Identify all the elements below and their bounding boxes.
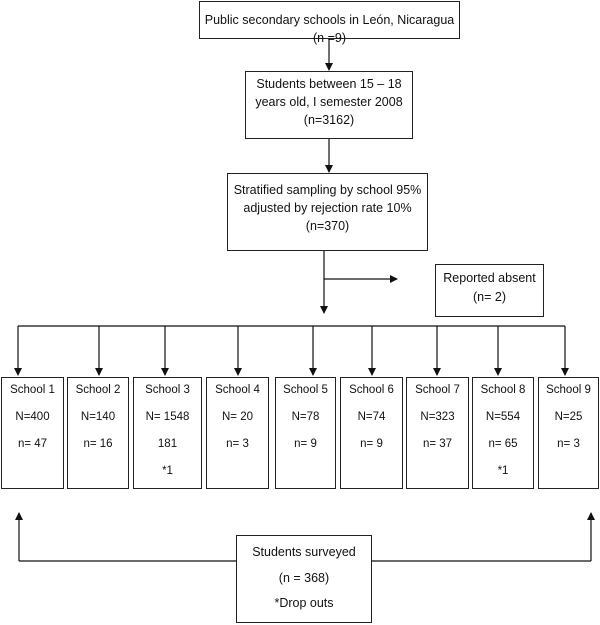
school-name: School 2: [75, 384, 121, 396]
school-population: N= 1548: [145, 411, 190, 423]
students-count: (n=3162): [303, 113, 355, 128]
school-name: School 6: [349, 384, 394, 396]
school-population: N=554: [485, 411, 521, 423]
dropouts-note: *Drop outs: [274, 596, 334, 611]
school-population: N=323: [420, 411, 455, 423]
absent-box: Reported absent (n= 2): [435, 264, 544, 317]
students-box: Students between 15 – 18 years old, I se…: [245, 71, 413, 139]
absent-label: Reported absent: [443, 271, 536, 285]
school-population: N=74: [357, 411, 386, 423]
school-box-8: School 8 N=554 n= 65 *1: [472, 377, 534, 489]
school-note: *1: [162, 465, 173, 477]
school-box-9: School 9 N=25 n= 3: [538, 377, 599, 489]
students-line2: years old, I semester 2008: [255, 95, 403, 110]
school-sample: n= 3: [557, 438, 580, 450]
school-box-1: School 1 N=400 n= 47: [1, 377, 64, 489]
school-population: N=25: [554, 411, 583, 423]
school-population: N=78: [291, 411, 320, 423]
school-sample: 181: [157, 438, 178, 450]
sampling-line1: Stratified sampling by school 95%: [233, 183, 422, 197]
school-population: N= 20: [221, 411, 253, 423]
school-box-4: School 4 N= 20 n= 3: [206, 377, 269, 489]
students-line1: Students between 15 – 18: [256, 77, 402, 91]
school-name: School 1: [10, 384, 55, 396]
school-box-2: School 2 N=140 n= 16: [67, 377, 129, 489]
surveyed-count: (n = 368): [278, 570, 330, 585]
school-box-5: School 5 N=78 n= 9: [275, 377, 336, 489]
sampling-line2: adjusted by rejection rate 10%: [243, 201, 412, 216]
school-sample: n= 37: [422, 438, 453, 450]
school-sample: n= 47: [17, 438, 48, 450]
school-sample: n= 9: [360, 438, 383, 450]
population-text: Public secondary schools in León, Nicara…: [204, 13, 455, 46]
school-name: School 7: [415, 384, 460, 396]
sampling-box: Stratified sampling by school 95% adjust…: [227, 173, 428, 251]
school-box-6: School 6 N=74 n= 9: [340, 377, 403, 489]
surveyed-label: Students surveyed: [252, 545, 356, 559]
surveyed-box: Students surveyed (n = 368) *Drop outs: [236, 535, 372, 623]
school-box-3: School 3 N= 1548 181 *1: [133, 377, 202, 489]
school-population: N=400: [15, 411, 50, 423]
school-name: School 3: [145, 384, 190, 396]
sampling-count: (n=370): [305, 219, 350, 234]
school-population: N=140: [80, 411, 116, 423]
school-box-7: School 7 N=323 n= 37: [406, 377, 469, 489]
school-sample: n= 3: [226, 438, 249, 450]
population-box: Public secondary schools in León, Nicara…: [199, 1, 460, 45]
school-sample: n= 9: [294, 438, 317, 450]
school-name: School 5: [283, 384, 328, 396]
school-name: School 9: [546, 384, 591, 396]
school-sample: n= 16: [83, 438, 113, 450]
school-name: School 4: [215, 384, 260, 396]
school-name: School 8: [480, 384, 526, 396]
school-sample: n= 65: [488, 438, 518, 450]
absent-count: (n= 2): [472, 290, 506, 305]
school-note: *1: [497, 465, 509, 477]
